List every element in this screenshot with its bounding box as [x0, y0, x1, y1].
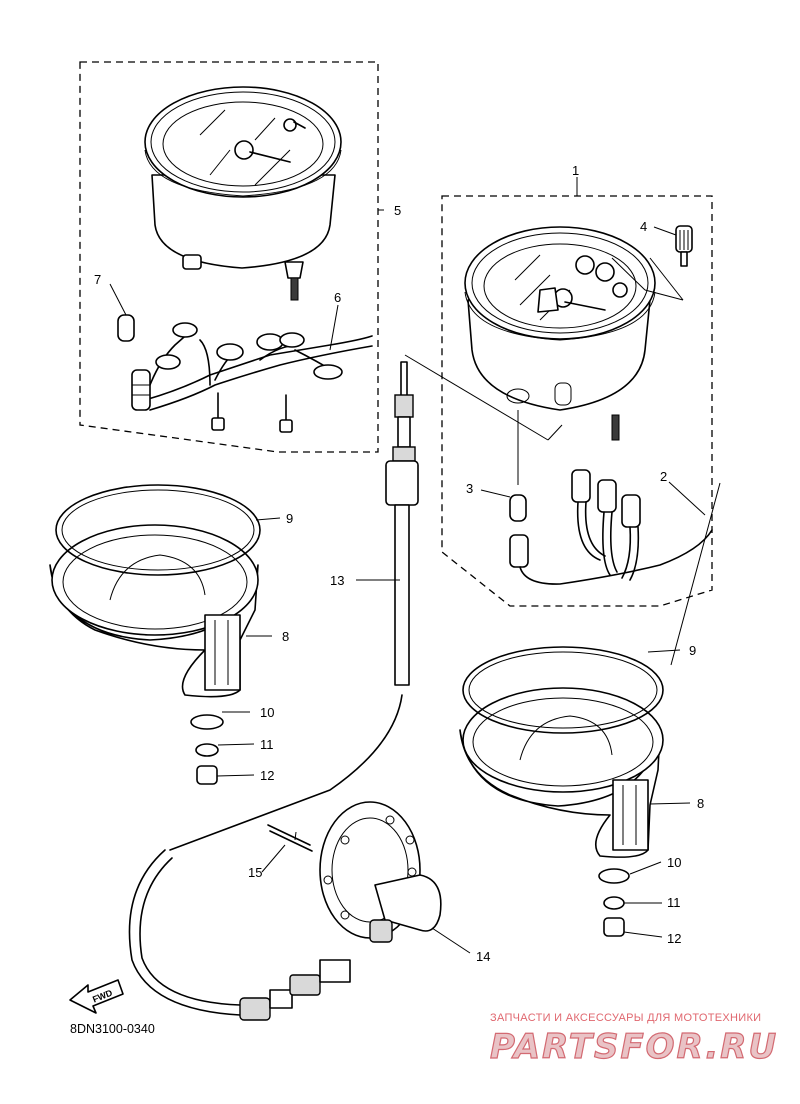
bulb-3	[509, 494, 527, 522]
watermark-tagline: ЗАПЧАСТИ И АКСЕССУАРЫ ДЛЯ МОТОТЕХНИКИ	[490, 1012, 761, 1024]
lock-washer-11-left	[195, 743, 219, 757]
speedometer-gauge	[144, 86, 342, 301]
meter-housing-right	[459, 687, 664, 858]
callout-13: 13	[330, 573, 344, 588]
watermark-logo: PARTSFOR.RU	[490, 1027, 778, 1067]
callout-9-left: 9	[286, 511, 293, 526]
callout-12-left: 12	[260, 768, 274, 783]
callout-4: 4	[640, 219, 647, 234]
callout-1: 1	[572, 163, 579, 178]
nut-12-left	[196, 765, 218, 785]
tachometer-gauge	[464, 226, 656, 441]
seal-ring-right	[462, 646, 664, 734]
trip-reset-knob-4	[675, 225, 693, 267]
callout-7: 7	[94, 272, 101, 287]
wire-harness-left	[144, 322, 373, 433]
meter-housing-left	[49, 524, 259, 698]
wire-harness-right	[509, 469, 713, 585]
seal-ring-left	[55, 484, 261, 576]
callout-15: 15	[248, 865, 262, 880]
callout-9-right: 9	[689, 643, 696, 658]
washer-10-right	[598, 868, 630, 884]
callout-12-right: 12	[667, 931, 681, 946]
pin-15	[267, 824, 313, 852]
callout-6: 6	[334, 290, 341, 305]
callout-14: 14	[476, 949, 490, 964]
speedometer-cable-13	[128, 361, 419, 1021]
callout-11-right: 11	[667, 895, 681, 910]
callout-3: 3	[466, 481, 473, 496]
speedometer-gear-14	[319, 801, 442, 943]
diagram-code: 8DN3100-0340	[70, 1022, 155, 1036]
callout-5: 5	[394, 203, 401, 218]
callout-10-left: 10	[260, 705, 274, 720]
callout-11-left: 11	[260, 737, 274, 752]
washer-10-left	[190, 714, 224, 730]
callout-2: 2	[660, 469, 667, 484]
fwd-arrow-icon: FWD	[69, 979, 124, 1014]
group-box-1	[441, 195, 713, 607]
bulb-socket-left	[131, 369, 151, 411]
bulb-7	[117, 314, 135, 342]
nut-12-right	[603, 917, 625, 937]
callout-10-right: 10	[667, 855, 681, 870]
group-box-5	[79, 61, 379, 453]
lock-washer-11-right	[603, 896, 625, 910]
callout-8-right: 8	[697, 796, 704, 811]
callout-8-left: 8	[282, 629, 289, 644]
